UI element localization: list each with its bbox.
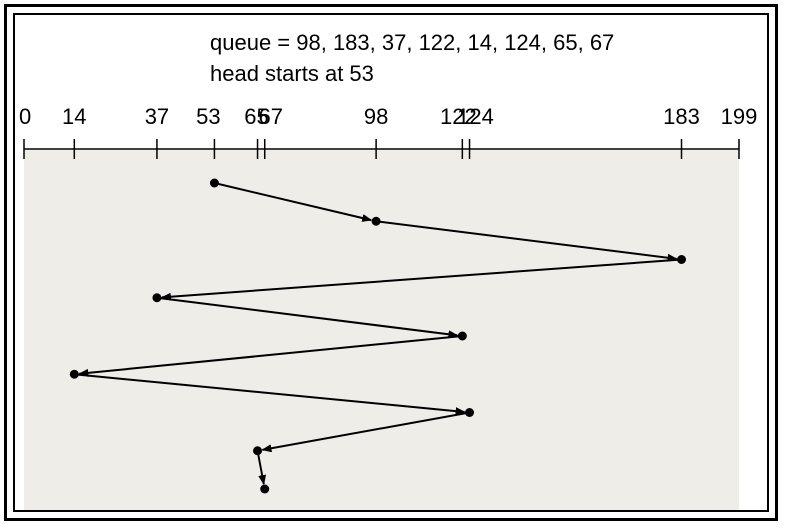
- seek-arrow-7: [261, 411, 470, 453]
- seek-arrow-5: [78, 335, 463, 377]
- seek-arrow-4: [156, 296, 459, 339]
- seek-point-183: [677, 255, 687, 264]
- plot-background: [24, 150, 739, 510]
- tick-label-98: 98: [364, 104, 388, 129]
- seek-arrow-1: [214, 182, 373, 222]
- seek-point-98: [371, 216, 381, 226]
- tick-label-183: 183: [663, 104, 700, 129]
- seek-point-67: [260, 484, 270, 494]
- tick-label-67: 67: [258, 104, 282, 129]
- tick-label-37: 37: [145, 104, 169, 129]
- queue-caption: queue = 98, 183, 37, 122, 14, 124, 65, 6…: [210, 30, 615, 55]
- tick-label-122: 122: [440, 104, 477, 129]
- seek-arrow-8: [256, 450, 267, 486]
- seek-point-124: [465, 408, 475, 417]
- seek-point-37: [152, 293, 162, 303]
- head-caption: head starts at 53: [210, 61, 374, 86]
- tick-label-53: 53: [196, 104, 220, 129]
- seek-point-53: [209, 178, 219, 188]
- tick-label-199: 199: [721, 104, 758, 129]
- tick-label-0: 0: [19, 104, 31, 129]
- seek-point-65: [253, 446, 263, 456]
- inner-frame: [13, 13, 769, 512]
- seek-arrow-2: [375, 220, 678, 262]
- seek-arrow-6: [74, 373, 466, 416]
- tick-label-14: 14: [62, 104, 86, 129]
- seek-arrow-3: [160, 258, 682, 301]
- seek-point-14: [69, 369, 79, 379]
- tick-label-124: 124: [457, 104, 494, 129]
- tick-label-65: 65: [244, 104, 268, 129]
- seek-point-122: [457, 331, 467, 341]
